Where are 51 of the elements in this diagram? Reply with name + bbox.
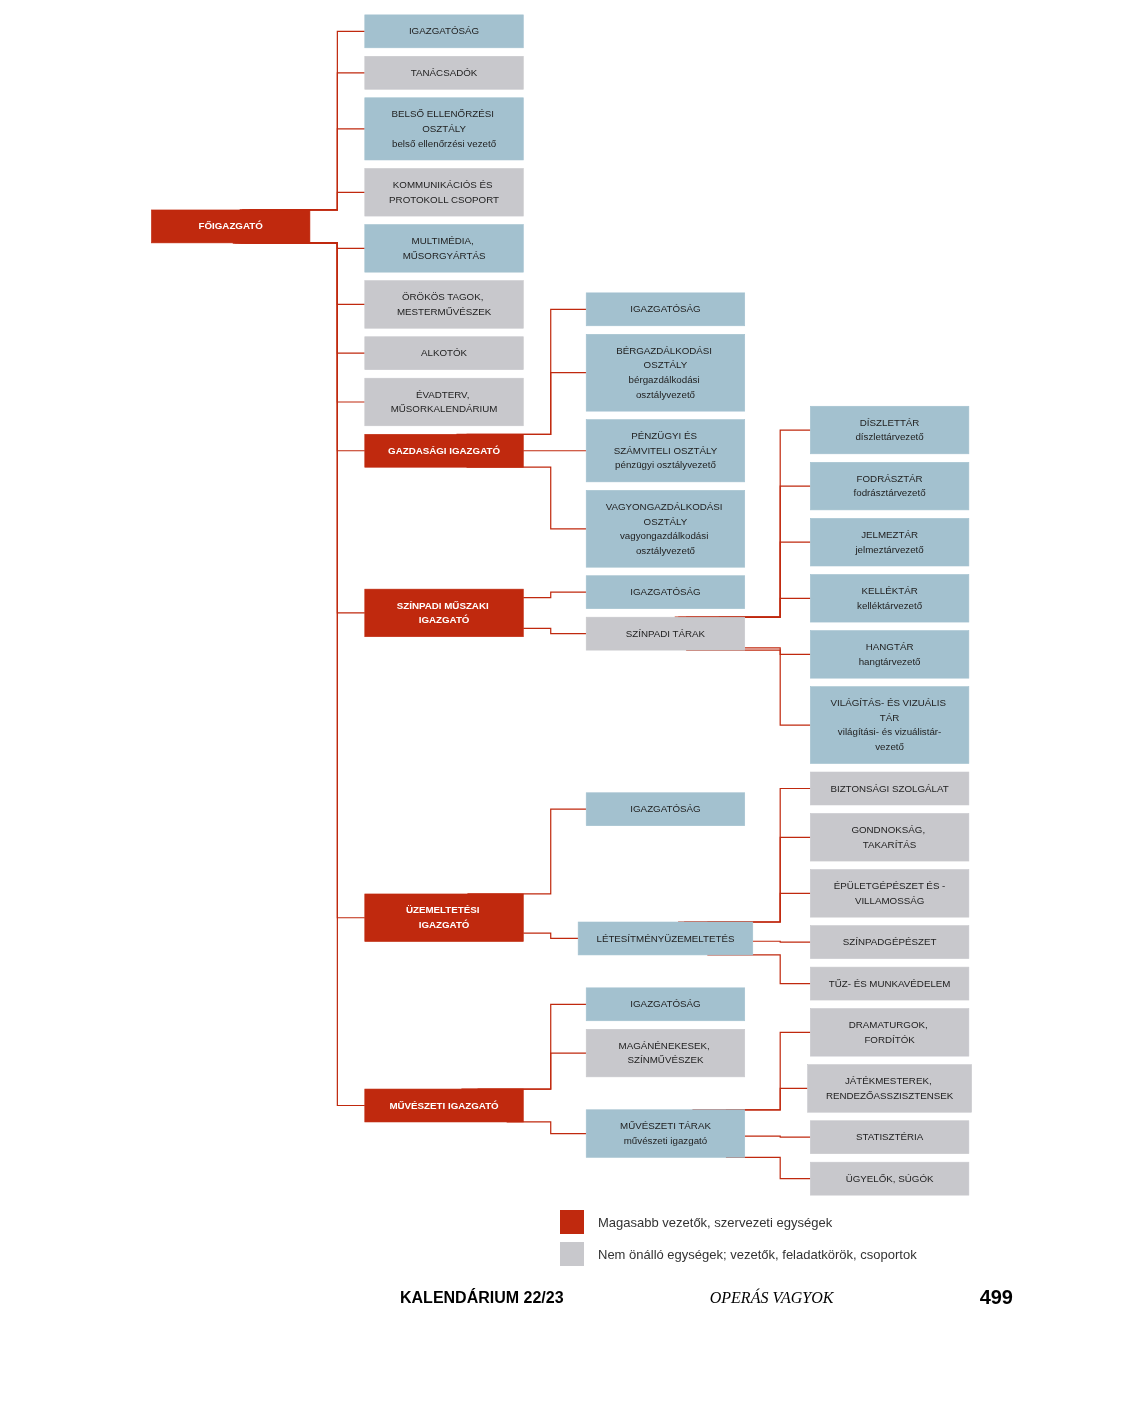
node-box: SZÍNPADI MŰSZAKI IGAZGATÓ — [364, 588, 524, 637]
node-box: IGAZGATÓSÁG — [585, 792, 746, 826]
node-box: FODRÁSZTÁR fodrásztárvezető — [810, 462, 970, 511]
node-box: TŰZ- ÉS MUNKAVÉDELEM — [810, 966, 970, 1001]
publication-name: KALENDÁRIUM 22/23 — [400, 1288, 564, 1307]
node-box: IGAZGATÓSÁG — [585, 575, 746, 609]
node-box: MAGÁNÉNEKESEK, SZÍNMŰVÉSZEK — [585, 1029, 746, 1078]
node-box: HANGTÁR hangtárvezető — [810, 630, 970, 679]
node-box: KOMMUNIKÁCIÓS ÉS PROTOKOLL CSOPORT — [364, 168, 524, 217]
node-box: ÜZEMELTETÉSI IGAZGATÓ — [364, 893, 524, 942]
node-box: KELLÉKTÁR kelléktárvezető — [810, 574, 970, 623]
node-box: BIZTONSÁGI SZOLGÁLAT — [810, 771, 970, 806]
node-box: ÜGYELŐK, SÚGÓK — [810, 1161, 970, 1196]
connector — [744, 1135, 811, 1138]
node-box: IGAZGATÓSÁG — [364, 14, 524, 49]
node-box: MŰVÉSZETI TÁRAK művészeti igazgató — [585, 1109, 746, 1158]
connector — [522, 591, 587, 599]
page-number: 499 — [979, 1286, 1013, 1309]
node-box: DÍSZLETTÁR díszlettárvezető — [810, 405, 970, 455]
node-box: JELMEZTÁR jelmeztárvezető — [810, 518, 970, 567]
node-box: GONDNOKSÁG, TAKARÍTÁS — [810, 813, 970, 862]
slogan: OPERÁS VAGYOK — [709, 1288, 834, 1307]
connector — [744, 647, 811, 655]
node-box: BELSŐ ELLENŐRZÉSI OSZTÁLY belső ellenőrzési vezető — [364, 97, 524, 161]
node-box: VILÁGÍTÁS- ÉS VIZUÁLIS TÁR világítási- és vizuálistár-vezető — [810, 686, 970, 764]
node-box: DRAMATURGOK, FORDÍTÓK — [810, 1008, 970, 1057]
node-box: GAZDASÁGI IGAZGATÓ — [364, 434, 524, 468]
node-box: ÉPÜLETGÉPÉSZET ÉS -VILLAMOSSÁG — [810, 869, 970, 918]
node-box: SZÍNPADI TÁRAK — [585, 616, 746, 651]
node-box: PÉNZÜGYI ÉS SZÁMVITELI OSZTÁLY pénzügyi osztályvezető — [585, 419, 746, 483]
node-box: SZÍNPADGÉPÉSZET — [810, 925, 970, 959]
node-box: FŐIGAZGATÓ — [151, 209, 311, 244]
node-box: MULTIMÉDIA, MŰSORGYÁRTÁS — [364, 224, 524, 273]
connector — [522, 450, 587, 452]
node-box: STATISZTÉRIA — [810, 1120, 970, 1154]
connector — [752, 940, 811, 943]
node-box: IGAZGATÓSÁG — [585, 292, 746, 327]
legend-text: Nem önálló egységek; vezetők, feladatkörök, csoportok — [598, 1246, 917, 1262]
node-box: VAGYONGAZDÁLKODÁSI OSZTÁLY vagyongazdálkodási osztályvezető — [585, 490, 746, 568]
node-box: LÉTESÍTMÉNYÜZEMELTETÉS — [577, 921, 754, 956]
node-box: ÖRÖKÖS TAGOK, MESTERMŰVÉSZEK — [364, 280, 524, 329]
node-box: TANÁCSADÓK — [364, 56, 524, 90]
node-box: JÁTÉKMESTEREK, RENDEZŐASSZISZTENSEK — [807, 1064, 972, 1113]
node-box: ALKOTÓK — [364, 336, 524, 370]
node-box: IGAZGATÓSÁG — [585, 987, 746, 1022]
connector — [522, 932, 579, 940]
node-box: ÉVADTERV, MŰSORKALENDÁRIUM — [364, 377, 524, 427]
connector — [522, 627, 587, 635]
legend-text: Magasabb vezetők, szervezeti egységek — [598, 1214, 833, 1230]
node-box: BÉRGAZDÁLKODÁSI OSZTÁLY bérgazdálkodási osztályvezető — [585, 334, 746, 412]
node-box: MŰVÉSZETI IGAZGATÓ — [364, 1088, 524, 1123]
